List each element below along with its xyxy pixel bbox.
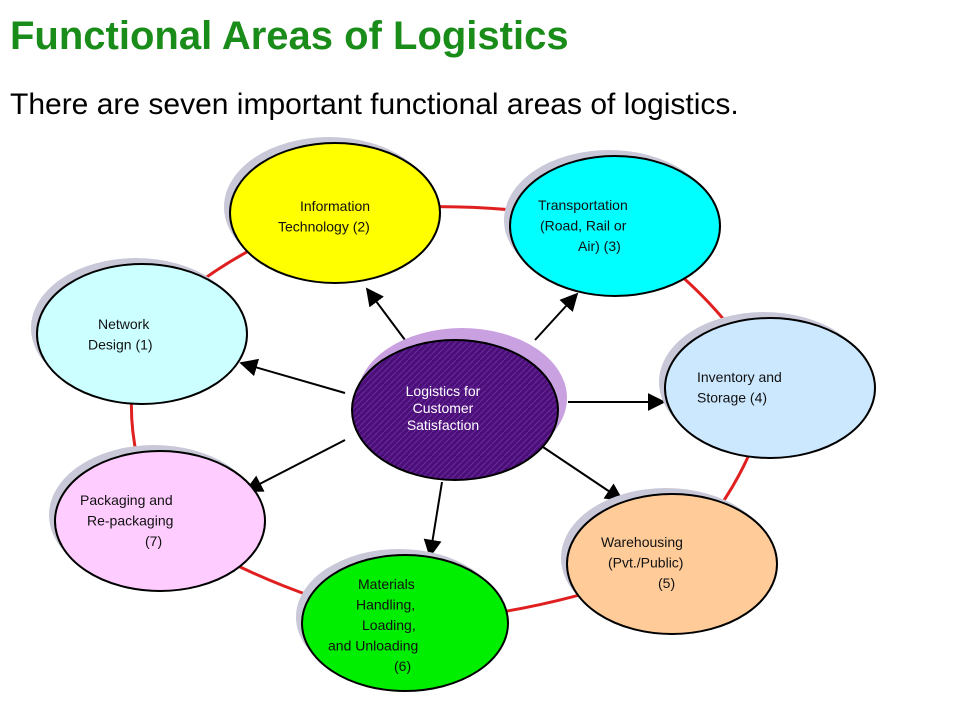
arrow-to-packaging: [244, 439, 346, 492]
node-ellipse: [36, 263, 248, 405]
hub-ellipse: [351, 339, 559, 481]
slide-title: Functional Areas of Logistics: [10, 14, 569, 58]
arrow-to-warehousing: [539, 444, 624, 502]
node-ellipse: [54, 450, 266, 592]
node-ellipse: [509, 155, 721, 297]
arrow-to-information-technology: [365, 287, 406, 341]
arrow-to-materials-handling: [423, 481, 443, 558]
arrow-to-transportation: [534, 292, 579, 341]
arrow-to-network-design: [239, 358, 346, 394]
slide-subtitle: There are seven important functional are…: [10, 88, 739, 121]
arrows: [239, 287, 666, 558]
node-ellipse: [566, 493, 778, 635]
node-ellipse: [301, 554, 509, 692]
node-label: Warehousing(Pvt./Public)(5): [601, 534, 683, 591]
node-ellipse: [229, 142, 441, 284]
node-ellipse: [664, 317, 876, 459]
node-warehousing: Warehousing(Pvt./Public)(5): [561, 488, 778, 635]
